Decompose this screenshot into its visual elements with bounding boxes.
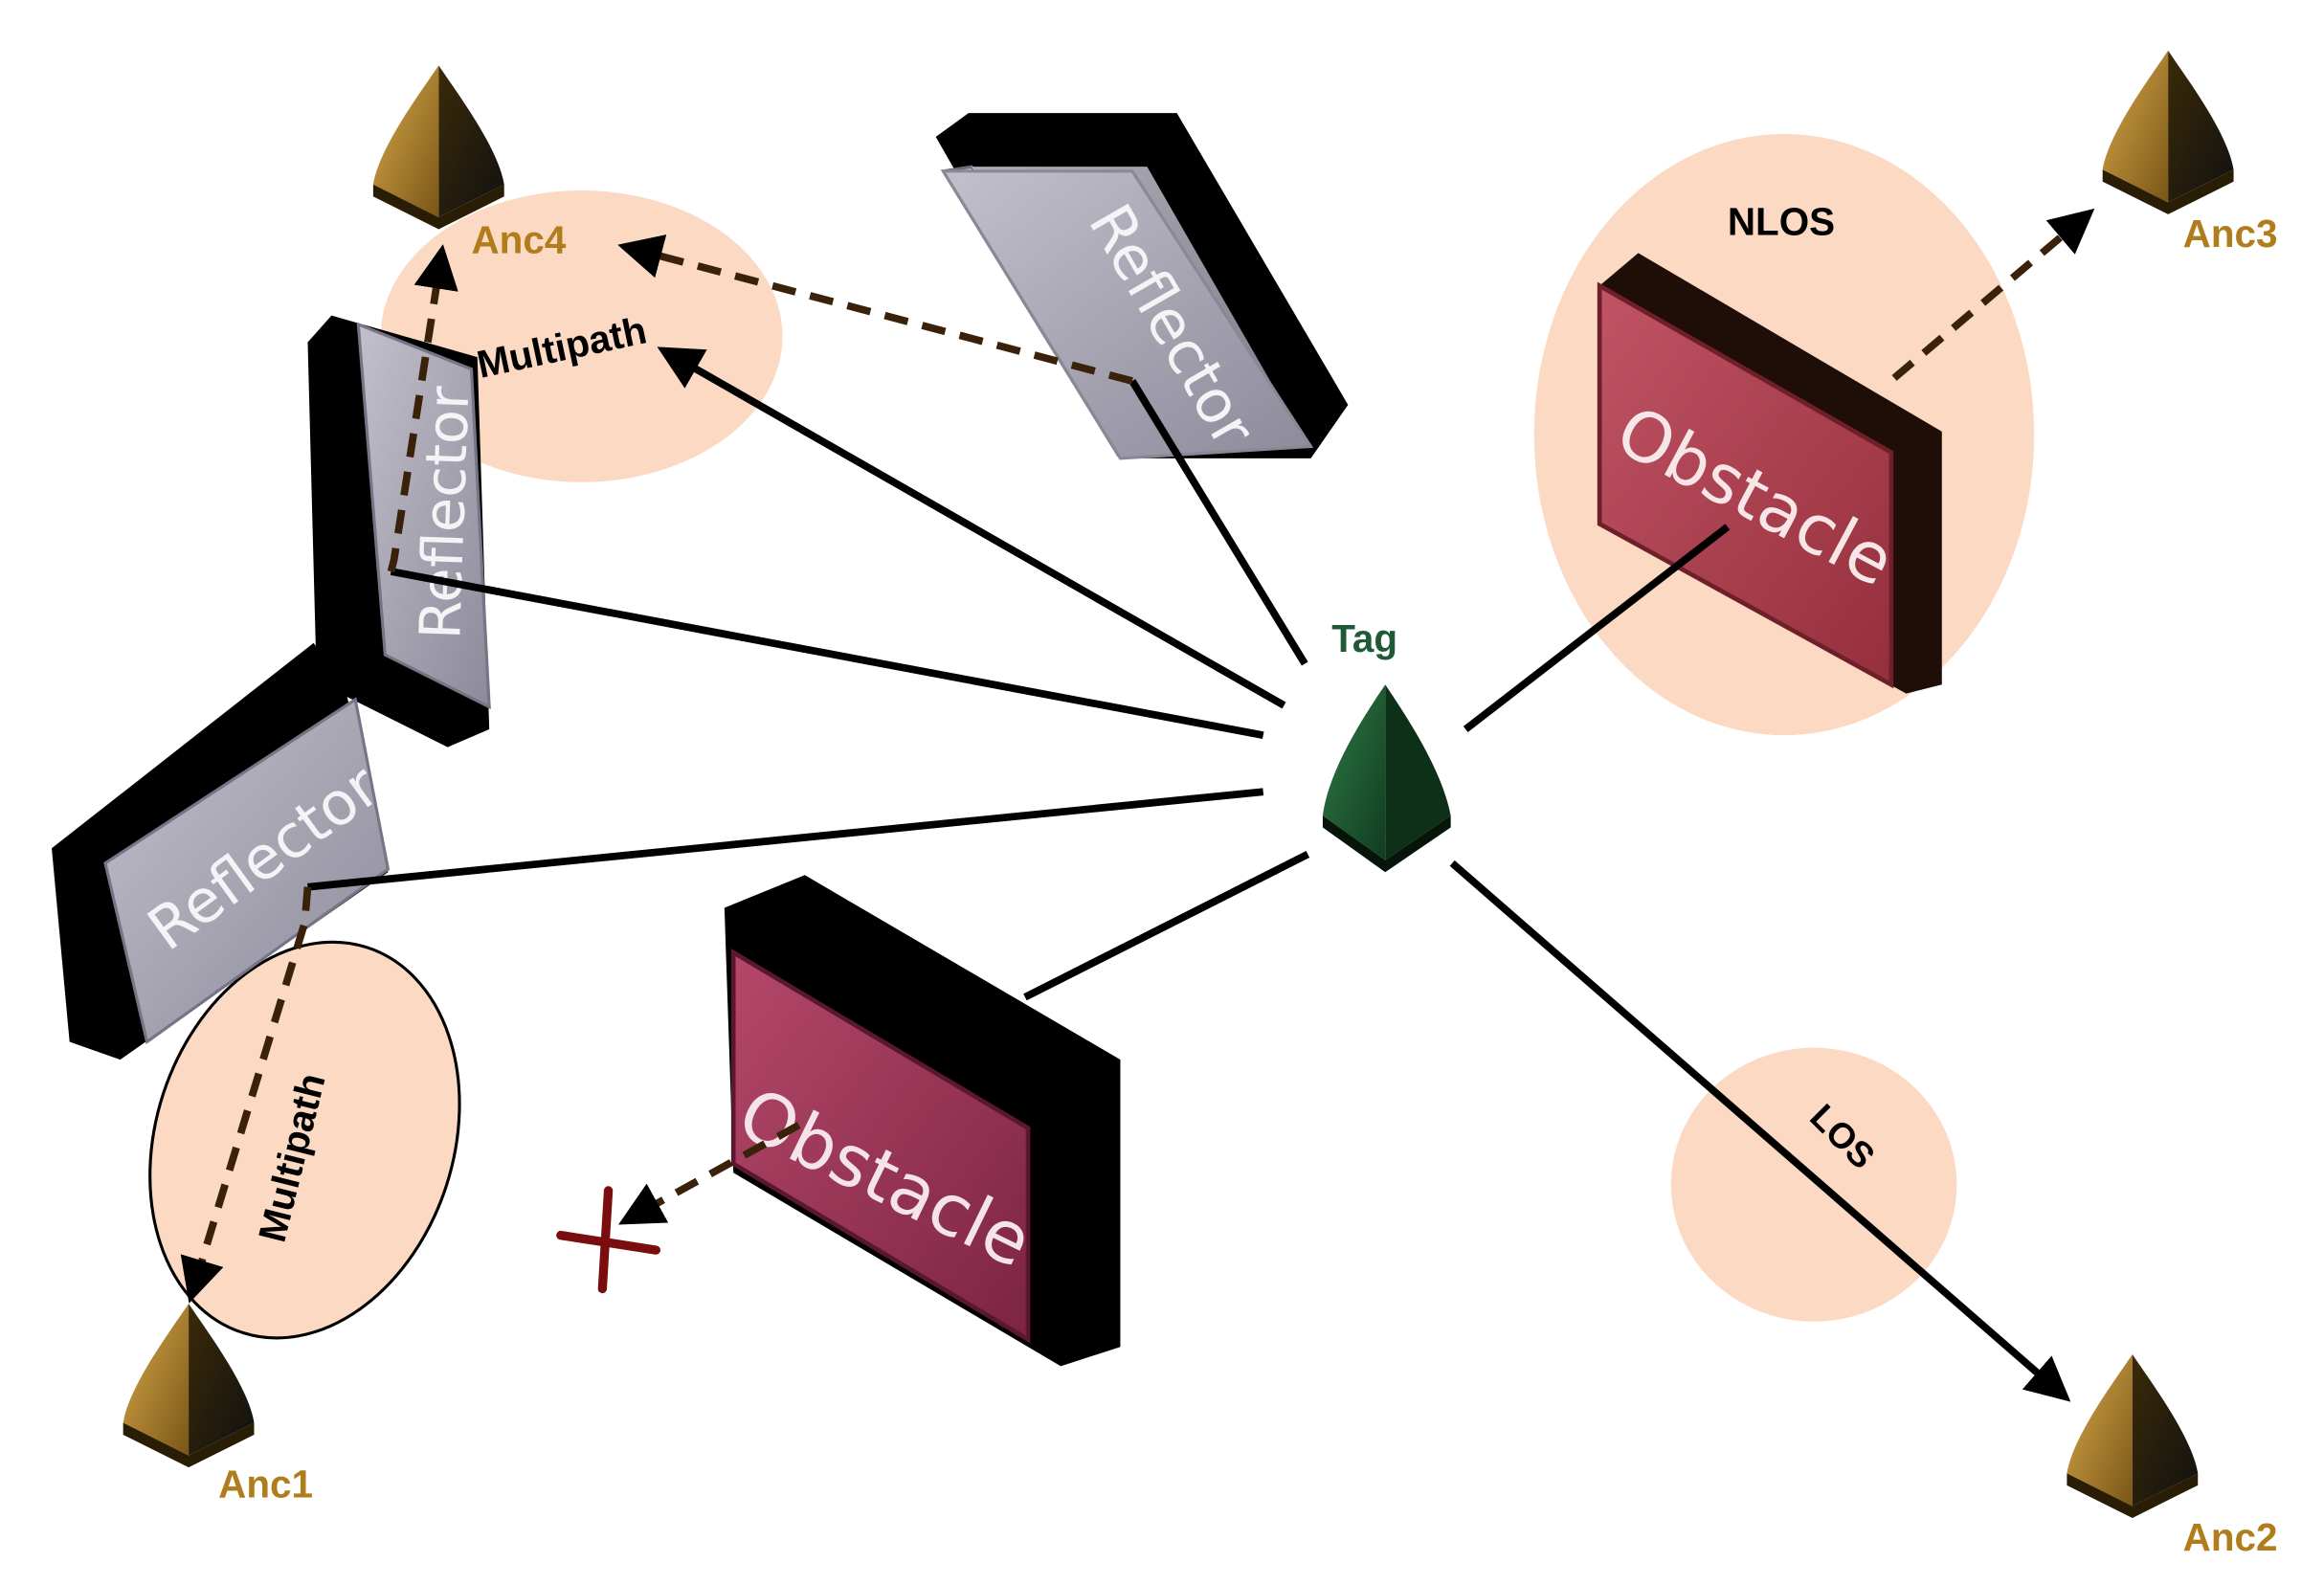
path-to-left-reflector (307, 788, 1264, 891)
multipath-region-bottom (148, 940, 461, 1340)
reflected-path-to-anc4 (617, 234, 1133, 385)
cross-mark-icon (556, 1186, 660, 1294)
path-to-vertical-reflector (390, 568, 1264, 739)
path-to-multipath-top (657, 346, 1286, 709)
reflected-path-to-anc1 (180, 886, 312, 1304)
los-path-to-anc2 (1449, 859, 2071, 1402)
anc2-label: Anc2 (2183, 1515, 2278, 1559)
nlos-path-to-anc3 (1891, 208, 2095, 381)
reflector-vertical: Reflector (307, 315, 491, 748)
anchor-pyramid-icon (2102, 50, 2234, 214)
path-to-obstacle-right (1463, 524, 1731, 732)
obstacle-right: Obstacle (1597, 253, 1942, 694)
signal-paths (307, 346, 2071, 1402)
tag-label: Tag (1331, 616, 1397, 660)
reflector-top: Reflector (935, 113, 1349, 460)
anchor-pyramid-icon (2067, 1353, 2199, 1519)
path-to-obstacle-bottom (1023, 851, 1310, 1001)
tag-pyramid-icon (1322, 684, 1451, 873)
obstacle-bottom: Obstacle (724, 875, 1121, 1367)
path-to-top-reflector (1128, 379, 1308, 666)
anc3-label: Anc3 (2183, 212, 2278, 256)
reflector-vertical-label: Reflector (407, 385, 481, 640)
anc4-label: Anc4 (472, 217, 567, 261)
anc1-label: Anc1 (218, 1462, 313, 1506)
reflected-paths (180, 208, 2095, 1304)
anchor-pyramid-icon (372, 65, 504, 230)
blocked-path (618, 1122, 801, 1225)
reflected-path-vertical (387, 244, 458, 573)
nlos-label: NLOS (1728, 200, 1835, 244)
